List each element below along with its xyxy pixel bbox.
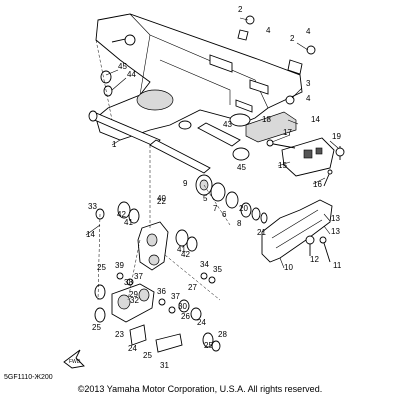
callout-31: 31 xyxy=(160,361,169,370)
callout-17: 17 xyxy=(283,128,292,137)
callout-24b: 24 xyxy=(197,318,206,327)
bushings-lower xyxy=(94,284,221,353)
callout-1: 1 xyxy=(112,140,117,149)
chain-slider xyxy=(261,199,333,263)
callout-44: 44 xyxy=(127,70,136,79)
callout-43: 43 xyxy=(223,120,232,129)
bushing-43 xyxy=(197,122,250,161)
callout-21: 21 xyxy=(257,228,266,237)
bolt-17 xyxy=(266,139,296,149)
callout-24a: 24 xyxy=(128,344,137,353)
callout-25d: 25 xyxy=(204,341,213,350)
callout-22: 22 xyxy=(157,197,166,206)
callout-10: 10 xyxy=(284,263,293,272)
callout-41b: 41 xyxy=(177,245,186,254)
callout-26: 26 xyxy=(181,312,190,321)
chain-guard xyxy=(245,111,297,143)
callout-20: 20 xyxy=(239,204,248,213)
callout-2a: 2 xyxy=(238,5,243,14)
callout-15: 15 xyxy=(278,161,287,170)
callout-8: 8 xyxy=(237,219,242,228)
callout-13b: 13 xyxy=(331,227,340,236)
callout-28: 28 xyxy=(218,330,227,339)
chain-guide-plate xyxy=(281,137,335,177)
callout-25b: 25 xyxy=(92,323,101,332)
part-code: 5GF1110-Ж200 xyxy=(4,374,53,381)
bolt-12 xyxy=(305,235,315,256)
callout-27: 27 xyxy=(188,283,197,292)
callout-39: 39 xyxy=(115,261,124,270)
callout-16: 16 xyxy=(313,180,322,189)
leader-lines xyxy=(85,17,339,301)
callout-4a: 4 xyxy=(266,26,271,35)
callout-14a: 14 xyxy=(311,115,320,124)
screw-16 xyxy=(323,169,333,187)
callout-4b: 4 xyxy=(306,27,311,36)
pivot-shaft xyxy=(88,110,161,147)
callout-42a: 42 xyxy=(117,210,126,219)
callout-23: 23 xyxy=(115,330,124,339)
callout-19: 19 xyxy=(332,132,341,141)
callout-2b: 2 xyxy=(290,34,295,43)
callout-45b: 45 xyxy=(237,163,246,172)
callout-25c: 25 xyxy=(143,351,152,360)
callout-37b: 37 xyxy=(171,292,180,301)
callout-45a: 45 xyxy=(118,62,127,71)
bolt-11 xyxy=(319,236,331,263)
callout-7: 7 xyxy=(213,204,218,213)
fastener-set-lower xyxy=(116,272,216,314)
connecting-rod xyxy=(111,283,155,323)
callout-34: 34 xyxy=(200,260,209,269)
callout-29: 29 xyxy=(129,290,138,299)
callout-42b: 42 xyxy=(181,250,190,259)
front-direction-marker: FWD xyxy=(63,349,85,369)
callout-32: 32 xyxy=(130,296,139,305)
callout-3: 3 xyxy=(306,79,311,88)
callout-41a: 41 xyxy=(124,218,133,227)
callout-14b: 14 xyxy=(86,230,95,239)
callout-4c: 4 xyxy=(306,94,311,103)
callout-9: 9 xyxy=(183,179,188,188)
copyright-notice: ©2013 Yamaha Motor Corporation, U.S.A. A… xyxy=(77,384,323,394)
callout-33: 33 xyxy=(88,202,97,211)
shaft-9 xyxy=(149,139,211,174)
callout-36: 36 xyxy=(157,287,166,296)
front-mark-label: FWD xyxy=(69,359,81,365)
fastener-set-top xyxy=(237,15,316,105)
callout-6: 6 xyxy=(222,210,227,219)
swingarm-body xyxy=(95,13,303,141)
bolt-19 xyxy=(335,146,345,160)
callout-35: 35 xyxy=(213,265,222,274)
callout-5: 5 xyxy=(203,194,208,203)
callout-25a: 25 xyxy=(97,263,106,272)
callout-12: 12 xyxy=(310,255,319,264)
relay-arm xyxy=(137,221,169,271)
callout-13a: 13 xyxy=(331,214,340,223)
bushings-left xyxy=(117,201,198,252)
callout-30: 30 xyxy=(178,302,187,311)
callout-40: 40 xyxy=(157,194,166,203)
callout-38: 38 xyxy=(124,278,133,287)
callout-18: 18 xyxy=(262,115,271,124)
callout-37a: 37 xyxy=(134,272,143,281)
callout-11: 11 xyxy=(333,261,342,270)
